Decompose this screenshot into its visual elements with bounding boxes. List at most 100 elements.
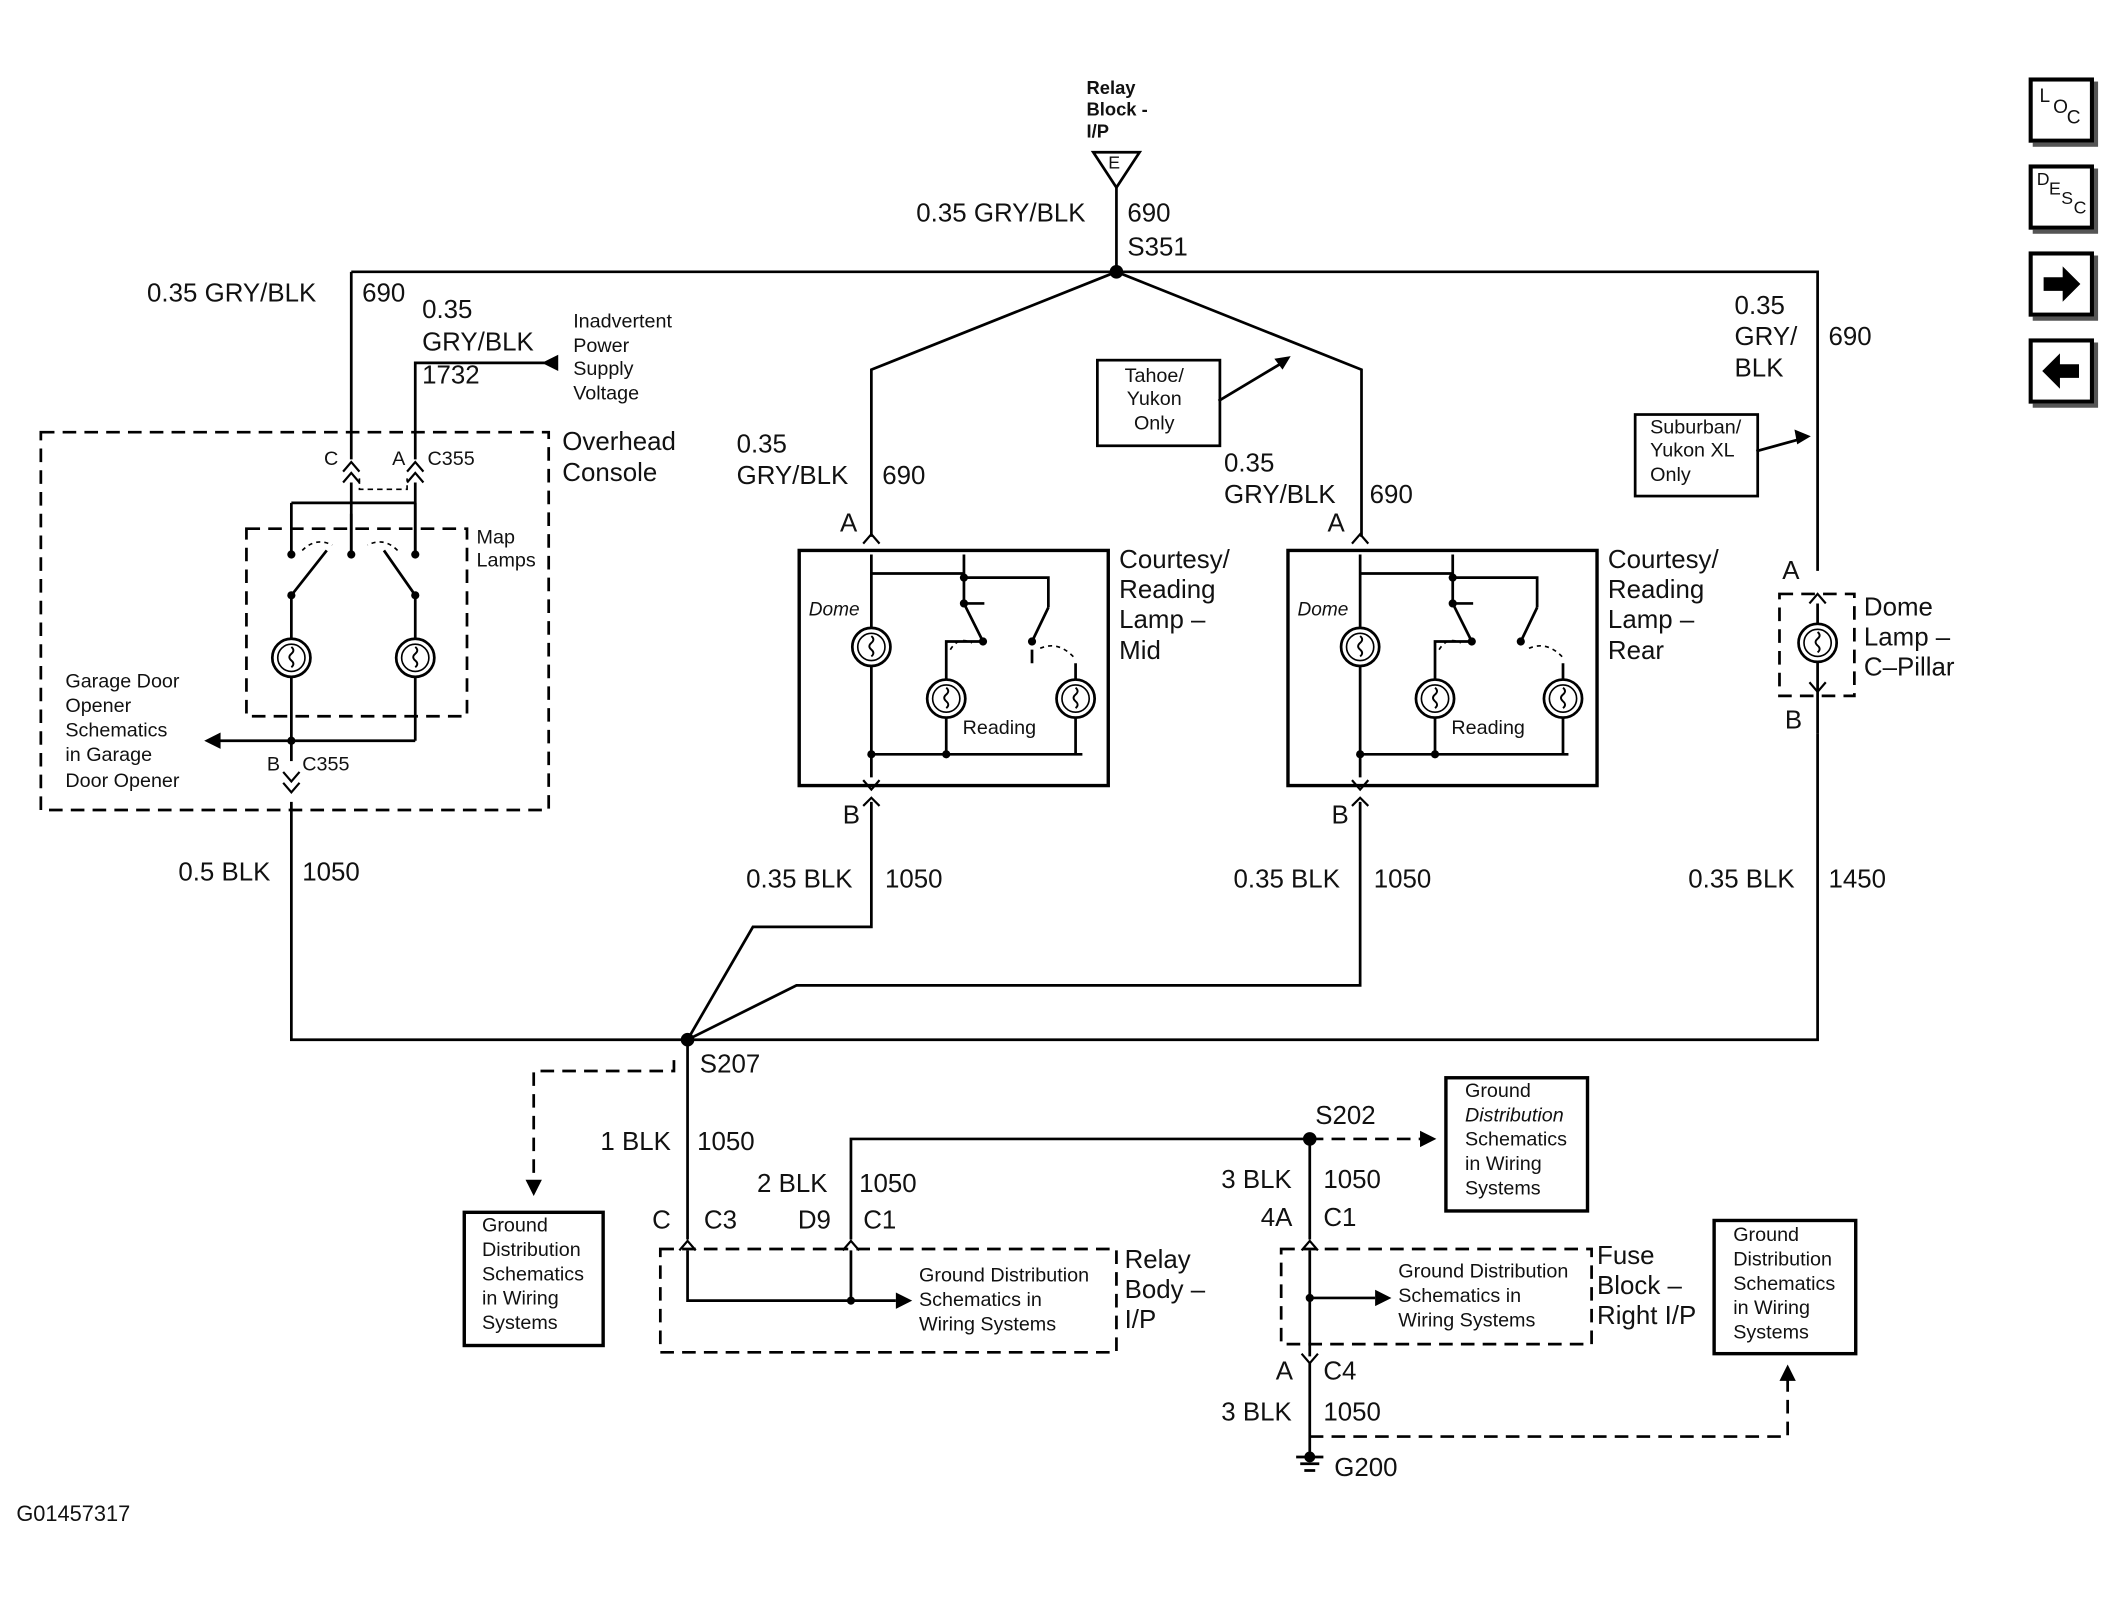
- wire-690-rear: [1115, 270, 1363, 537]
- wire-rear-gauge: 0.35: [1223, 449, 1275, 479]
- splice-s351-label: S351: [1127, 233, 1188, 263]
- ground-note-box-right: [1712, 1218, 1858, 1356]
- tahoe-note: Tahoe/ Yukon Only: [1124, 365, 1184, 435]
- wire-label-mid-blk: 0.35 BLK: [746, 865, 853, 895]
- conn-c1-fuse: C1: [1323, 1204, 1357, 1233]
- conn-c4: C4: [1323, 1357, 1357, 1387]
- right-arrow-icon: [2043, 266, 2081, 302]
- loc-button[interactable]: L O C: [2028, 77, 2094, 143]
- relay-ground-inline: Ground Distribution Schematics in Wiring…: [919, 1265, 1090, 1337]
- circuit-690-cp: 690: [1828, 323, 1872, 353]
- figure-id: G01457317: [16, 1503, 131, 1527]
- courtesy-mid-label: Courtesy/ Reading Lamp – Mid: [1119, 546, 1230, 666]
- ground-note-s202: Ground Distribution Schematics in Wiring…: [1464, 1080, 1568, 1200]
- desc-text: D E S C: [2036, 168, 2087, 218]
- wire-mid-color: GRY/BLK: [736, 462, 849, 491]
- wire-1050-mid: [686, 801, 873, 1041]
- relay-body-label: Relay Body – I/P: [1124, 1246, 1206, 1336]
- circuit-690-mid: 690: [882, 462, 926, 491]
- ground-bus: [289, 733, 1819, 1042]
- splice-s351-dot: [1109, 265, 1124, 279]
- circuit-1050-s202: 1050: [1323, 1166, 1381, 1195]
- mid-reading-label: Reading: [962, 717, 1037, 740]
- fuse-pin-4a: 4A: [1260, 1204, 1293, 1233]
- next-button[interactable]: [2028, 251, 2094, 317]
- inadvertent-power-label: Inadvertent Power Supply Voltage: [573, 311, 672, 406]
- relay-pin-d9: D9: [797, 1206, 831, 1236]
- courtesy-rear-label: Courtesy/ Reading Lamp – Rear: [1607, 546, 1719, 666]
- mid-pin-a: A: [840, 509, 858, 539]
- relay-pin-label: E: [1108, 152, 1121, 173]
- conn-c1-relay: C1: [863, 1206, 897, 1236]
- circuit-1050-rear: 1050: [1373, 865, 1432, 895]
- circuit-1050-mid: 1050: [884, 865, 943, 895]
- wire-label-oc: 0.35 GRY/BLK: [147, 279, 317, 309]
- circuit-1050-s207: 1050: [697, 1128, 755, 1157]
- mid-pin-b: B: [842, 801, 861, 831]
- wire-cp-color: GRY/ BLK: [1734, 323, 1798, 383]
- circuit-1050-c1-relay: 1050: [859, 1170, 917, 1199]
- relay-pin-c: C: [652, 1206, 671, 1236]
- circuit-690-oc: 690: [362, 279, 406, 309]
- wire-1732-gauge: 0.35: [422, 296, 473, 325]
- wire-label-05-blk: 0.5 BLK: [178, 858, 271, 888]
- ground-note-right: Ground Distribution Schematics in Wiring…: [1733, 1224, 1836, 1344]
- splice-s207-dot: [680, 1032, 695, 1047]
- oc-pin-a: A: [392, 448, 406, 471]
- oc-pin-b: B: [266, 754, 281, 777]
- splice-s207-label: S207: [699, 1050, 761, 1080]
- wire-1732-color: GRY/BLK: [422, 328, 534, 358]
- ground-note-box-left: [462, 1210, 605, 1348]
- mid-dome-label: Dome: [808, 598, 860, 620]
- wire-cp-gauge: 0.35: [1734, 292, 1785, 321]
- desc-button[interactable]: D E S C: [2028, 164, 2094, 230]
- wire-rear-color: GRY/BLK: [1223, 481, 1336, 510]
- wire-1732: [413, 361, 545, 460]
- suburban-note: Suburban/ Yukon XL Only: [1650, 417, 1742, 487]
- ground-note-left: Ground Distribution Schematics in Wiring…: [481, 1215, 585, 1335]
- relay-block-triangle: [1090, 150, 1143, 191]
- wire-label-cp-blk: 0.35 BLK: [1688, 865, 1795, 895]
- tahoe-note-box: [1096, 358, 1222, 448]
- prev-button[interactable]: [2028, 338, 2094, 404]
- map-lamps-box: [245, 527, 469, 718]
- wire-label-690-top: 0.35 GRY/BLK: [916, 199, 1086, 229]
- ground-note-box-s202: [1444, 1076, 1590, 1213]
- circuit-1732: 1732: [422, 361, 480, 391]
- splice-s202-label: S202: [1315, 1102, 1376, 1131]
- circuit-690-top: 690: [1127, 199, 1171, 229]
- conn-c3: C3: [703, 1206, 737, 1236]
- conn-c355-top: C355: [427, 448, 475, 471]
- fuse-block-box: [1279, 1247, 1593, 1346]
- wire-label-3-blk-bottom: 3 BLK: [1221, 1398, 1292, 1428]
- rear-pin-b: B: [1331, 801, 1349, 831]
- circuit-1050-oc: 1050: [302, 858, 360, 888]
- fuse-block-label: Fuse Block – Right I/P: [1597, 1242, 1697, 1332]
- fuse-pin-a: A: [1275, 1357, 1293, 1387]
- rear-reading-label: Reading: [1451, 717, 1525, 740]
- wire-mid-gauge: 0.35: [736, 430, 787, 460]
- overhead-console-box: [39, 430, 551, 812]
- map-lamps-label: Map Lamps: [476, 527, 536, 573]
- wire-1050-rear: [686, 801, 1362, 1041]
- courtesy-rear-box: [1286, 548, 1599, 788]
- wire-label-2-blk: 2 BLK: [756, 1170, 828, 1199]
- ground-g200-label: G200: [1334, 1454, 1398, 1483]
- garage-door-note: Garage Door Opener Schematics in Garage …: [65, 671, 180, 792]
- relay-body-box: [658, 1247, 1118, 1354]
- cp-pin-b: B: [1784, 706, 1803, 736]
- relay-block-label: Relay Block - I/P: [1086, 77, 1148, 142]
- rear-dome-label: Dome: [1297, 598, 1349, 620]
- overhead-console-label: Overhead Console: [562, 428, 676, 488]
- circuit-690-rear: 690: [1369, 481, 1413, 510]
- wire-label-1-blk: 1 BLK: [600, 1128, 671, 1157]
- wire-690-mid: [869, 270, 1117, 537]
- cp-pin-a: A: [1782, 557, 1800, 586]
- fuse-ground-inline: Ground Distribution Schematics in Wiring…: [1398, 1261, 1569, 1333]
- wire-label-rear-blk: 0.35 BLK: [1233, 865, 1340, 895]
- circuit-1050-g200: 1050: [1323, 1398, 1381, 1428]
- courtesy-mid-box: [797, 548, 1110, 788]
- wire-2-3-blk: [849, 1137, 1312, 1240]
